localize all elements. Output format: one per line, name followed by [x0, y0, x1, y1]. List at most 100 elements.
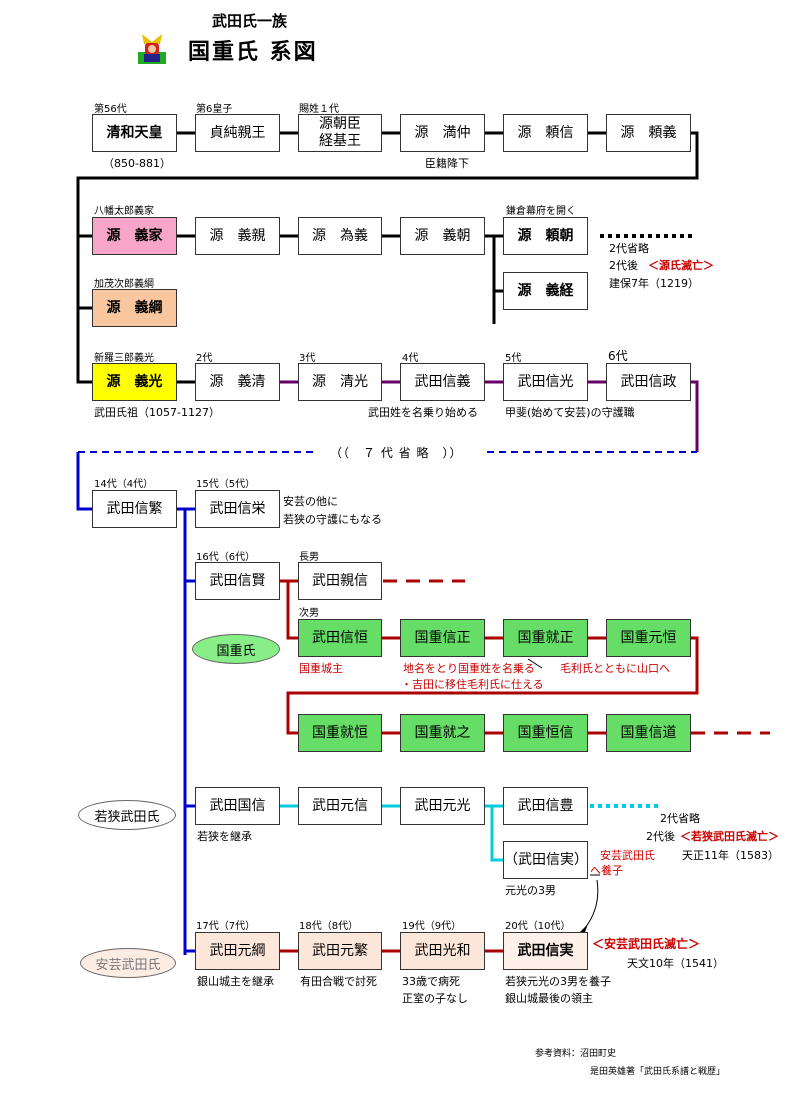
person-box: 源 為義 — [298, 217, 382, 255]
note: 安芸の他に — [283, 495, 338, 508]
gen-label: 八幡太郎義家 — [94, 206, 154, 217]
aki-clan-oval: 安芸武田氏 — [80, 948, 176, 978]
person-box: 武田元繁 — [298, 932, 382, 970]
person-box: 国重就恒 — [298, 714, 382, 752]
note: 2代後 — [609, 259, 638, 272]
person-box: 国重就之 — [400, 714, 485, 752]
gen-label: 賜姓１代 — [299, 104, 339, 115]
note: 正室の子なし — [402, 992, 468, 1005]
gen-label: 加茂次郎義綱 — [94, 279, 154, 290]
gen-label: 14代（4代） — [94, 479, 154, 490]
person-box: 源 義朝 — [400, 217, 485, 255]
gen-label: 15代（5代） — [196, 479, 256, 490]
gen-label: 19代（9代） — [402, 921, 462, 932]
wakasa-clan-oval: 若狭武田氏 — [78, 800, 176, 830]
person-box: 武田親信 — [298, 562, 382, 600]
person-box: 武田信栄 — [195, 490, 280, 528]
gen-label: 20代（10代） — [505, 921, 571, 932]
note: 天文10年（1541） — [627, 957, 724, 970]
note: 地名をとり国重姓を名乗る — [403, 662, 535, 675]
note: 若狭元光の3男を養子 — [505, 975, 611, 988]
extinction-note: ＜源氏滅亡＞ — [648, 259, 714, 272]
note: 有田合戦で討死 — [300, 975, 377, 988]
person-box: 武田光和 — [400, 932, 485, 970]
person-box: 武田信実 — [503, 932, 588, 970]
gen-label: 3代 — [299, 353, 316, 364]
person-box: 武田信光 — [503, 363, 588, 401]
person-box: 源朝臣 経基王 — [298, 114, 382, 152]
title-main: 国重氏 系図 — [188, 39, 318, 65]
gen-label: 次男 — [299, 608, 319, 619]
note: 33歳で病死 — [402, 975, 460, 988]
reference: 参考資料：沼田町史 — [535, 1049, 617, 1059]
gen-label: 長男 — [299, 552, 319, 563]
person-box: 武田国信 — [195, 787, 280, 825]
gen-label: 第56代 — [94, 104, 127, 115]
person-box: 源 清光 — [298, 363, 382, 401]
note: へ養子 — [590, 864, 623, 877]
gen-label: 2代 — [196, 353, 213, 364]
note: 武田氏祖（1057-1127） — [94, 406, 220, 419]
kunishige-clan-oval: 国重氏 — [192, 634, 280, 664]
omitted-generations: （（ ７ 代 省 略 ）） — [330, 446, 463, 460]
note: 毛利氏とともに山口へ — [560, 662, 670, 675]
note: 武田姓を名乗り始める — [368, 406, 478, 419]
note: 銀山城最後の領主 — [505, 992, 593, 1005]
person-box: 武田元綱 — [195, 932, 280, 970]
note: （850-881） — [103, 157, 171, 170]
note: 2代省略 — [660, 812, 700, 825]
reference: 是田英雄著「武田氏系譜と戦歴」 — [590, 1067, 726, 1077]
person-box: 武田信政 — [606, 363, 691, 401]
person-box: 源 義家 — [92, 217, 177, 255]
person-box: 貞純親王 — [195, 114, 280, 152]
note: 建保7年（1219） — [609, 277, 699, 290]
person-box: 国重信正 — [400, 619, 485, 657]
person-box: 源 頼信 — [503, 114, 588, 152]
note: 国重城主 — [299, 662, 343, 675]
person-box: 武田信豊 — [503, 787, 588, 825]
note: 甲斐(始めて安芸)の守護職 — [505, 406, 635, 419]
extinction-note: ＜安芸武田氏滅亡＞ — [592, 937, 701, 951]
gen-label: 17代（7代） — [196, 921, 256, 932]
person-box: 清和天皇 — [92, 114, 177, 152]
person-box: （武田信実） — [503, 841, 588, 879]
person-box: 国重元恒 — [606, 619, 691, 657]
person-box: 源 義親 — [195, 217, 280, 255]
person-box: 武田信賢 — [195, 562, 280, 600]
gen-label: 5代 — [505, 353, 522, 364]
person-box: 源 満仲 — [400, 114, 485, 152]
note: 天正11年（1583） — [682, 849, 779, 862]
note: 2代省略 — [609, 242, 649, 255]
gen-label: 第6皇子 — [196, 104, 233, 115]
title-sub: 武田氏一族 — [212, 12, 288, 30]
note: 臣籍降下 — [425, 157, 469, 170]
gen-label: 新羅三郎義光 — [94, 353, 154, 364]
person-box: 国重恒信 — [503, 714, 588, 752]
gen-label: 4代 — [402, 353, 419, 364]
person-box: 武田元光 — [400, 787, 485, 825]
gen-label: 16代（6代） — [196, 552, 256, 563]
note: 安芸武田氏 — [600, 849, 655, 862]
note: 元光の3男 — [505, 884, 556, 897]
note: 銀山城主を継承 — [197, 975, 274, 988]
person-box: 源 義光 — [92, 363, 177, 401]
gen-label: 6代 — [608, 349, 628, 363]
person-box: 武田信恒 — [298, 619, 382, 657]
person-box: 武田信義 — [400, 363, 485, 401]
person-box: 武田元信 — [298, 787, 382, 825]
person-box: 源 義清 — [195, 363, 280, 401]
person-box: 源 義綱 — [92, 289, 177, 327]
gen-label: 鎌倉幕府を開く — [506, 206, 576, 217]
note: 若狭を継承 — [197, 830, 252, 843]
note: 若狭の守護にもなる — [283, 513, 382, 526]
person-box: 源 頼義 — [606, 114, 691, 152]
note: ・吉田に移住毛利氏に仕える — [401, 678, 544, 691]
person-box: 源 頼朝 — [503, 217, 588, 255]
person-box: 国重信道 — [606, 714, 691, 752]
gen-label: 18代（8代） — [299, 921, 359, 932]
person-box: 国重就正 — [503, 619, 588, 657]
person-box: 武田信繁 — [92, 490, 177, 528]
note: 2代後 — [646, 830, 675, 843]
person-box: 源 義経 — [503, 272, 588, 310]
